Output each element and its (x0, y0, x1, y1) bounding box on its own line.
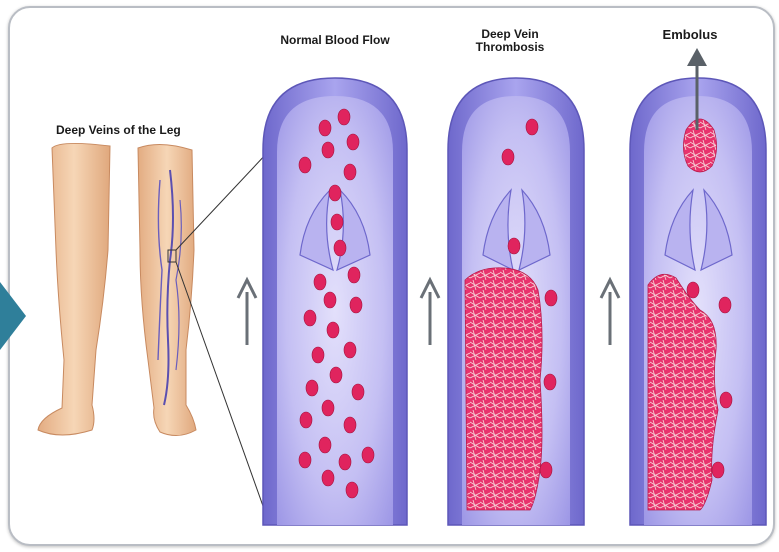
embolus-arrow-head (687, 48, 707, 66)
legs-illustration (38, 143, 268, 520)
flow-arrow-1 (238, 280, 256, 345)
embolus-clot (683, 119, 716, 172)
vein-embolus (630, 48, 766, 525)
vein-normal (263, 78, 407, 525)
triangle-right-icon[interactable] (0, 282, 26, 350)
label-deep-veins: Deep Veins of the Leg (56, 124, 206, 137)
label-normal-flow: Normal Blood Flow (270, 34, 400, 47)
dvt-clot (465, 268, 542, 510)
label-dvt: Deep Vein Thrombosis (455, 28, 565, 54)
flow-arrow-3 (601, 280, 619, 345)
label-embolus: Embolus (650, 28, 730, 41)
flow-arrow-2 (421, 280, 439, 345)
left-leg (38, 143, 110, 435)
vein-dvt (448, 78, 584, 525)
label-dvt-line2: Thrombosis (455, 41, 565, 54)
zoom-line-bottom (176, 262, 268, 520)
vein-normal-lumen (277, 96, 393, 525)
